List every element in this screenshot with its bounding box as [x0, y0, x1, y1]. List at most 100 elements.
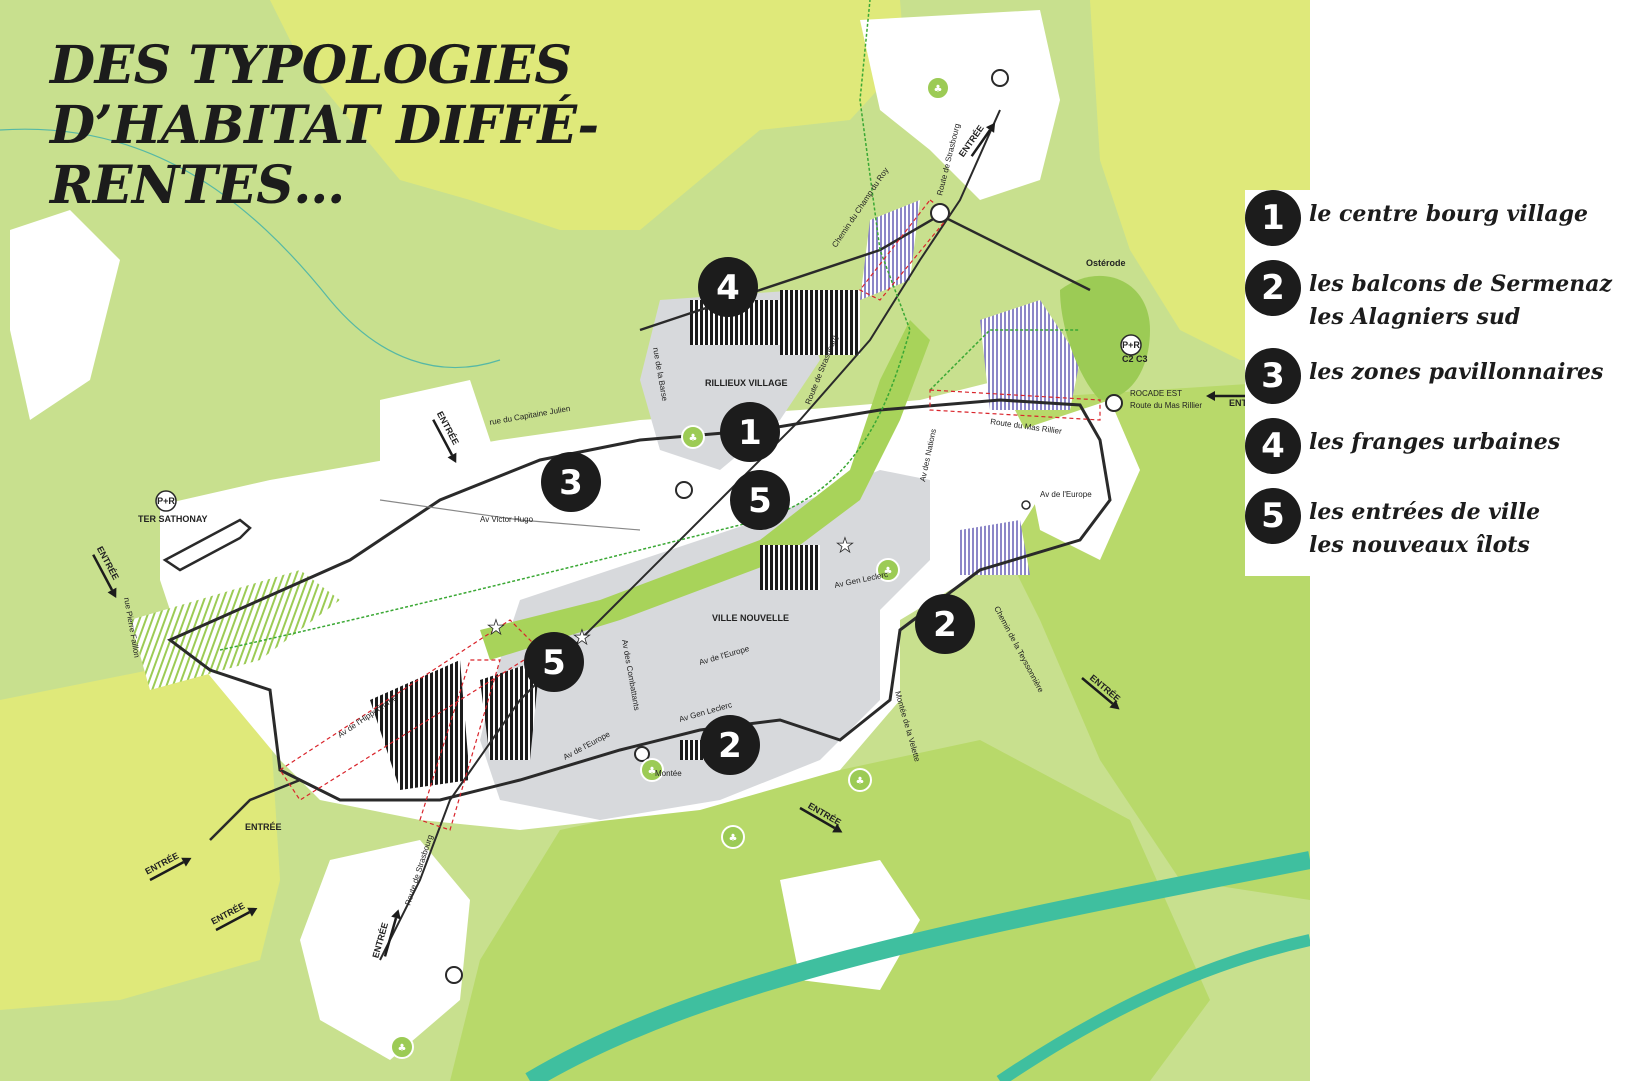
- green-hatched-west: [130, 570, 340, 690]
- legend-item-1: 1 le centre bourg village: [1245, 190, 1645, 246]
- tree-icon: ♣: [640, 758, 664, 782]
- red-zone-south: [419, 659, 501, 831]
- label-entree-sw: ENTRÉE: [245, 822, 282, 832]
- tree-icon: ♣: [876, 558, 900, 582]
- open-space-northeast: [860, 10, 1060, 200]
- roundabout-montee: [634, 746, 650, 762]
- roundabout-east: [1105, 394, 1123, 412]
- legend-label-line: les zones pavillonnaires: [1309, 359, 1604, 385]
- legend-item-4: 4 les franges urbaines: [1245, 418, 1645, 474]
- hatched-block-center: [760, 545, 820, 590]
- label-osterode: Ostérode: [1086, 258, 1126, 268]
- legend-number: 3: [1245, 348, 1301, 404]
- hatched-block-northeast: [780, 290, 860, 355]
- svg-text:♣: ♣: [884, 566, 893, 577]
- title-line-3: RENTES…: [50, 155, 345, 216]
- tree-icon: ♣: [721, 825, 745, 849]
- street-montee: Montée: [655, 769, 682, 778]
- map-canvas: ♣ ♣ ♣ ♣ ♣ ♣ ♣ ★ ★ ★ P+R P+R RILLIEUX VIL…: [0, 0, 1310, 1081]
- road-victor-hugo: [379, 499, 641, 531]
- marker-5-center: 5: [730, 470, 790, 530]
- svg-text:5: 5: [542, 643, 566, 683]
- legend-label-line: les entrées de ville: [1309, 499, 1541, 525]
- label-route-mas-rillier: Route du Mas Rillier: [1130, 401, 1202, 410]
- legend-item-5: 5 les entrées de ville les nouveaux îlot…: [1245, 488, 1645, 562]
- map: ♣ ♣ ♣ ♣ ♣ ♣ ♣ ★ ★ ★ P+R P+R RILLIEUX VIL…: [0, 0, 1310, 1081]
- legend-label: les franges urbaines: [1309, 418, 1560, 459]
- svg-text:2: 2: [933, 605, 957, 645]
- legend-item-3: 3 les zones pavillonnaires: [1245, 348, 1645, 404]
- park-osterode: [1060, 275, 1150, 400]
- green-path-main: [219, 0, 911, 651]
- yellow-field-north: [270, 0, 905, 230]
- yellow-field-west: [0, 660, 280, 1010]
- purple-block-east: [980, 300, 1080, 410]
- svg-text:♣: ♣: [689, 433, 698, 444]
- svg-text:♣: ♣: [934, 84, 943, 95]
- tree-icon: ♣: [390, 1035, 414, 1059]
- legend-number: 2: [1245, 260, 1301, 316]
- legend-label-line: les balcons de Sermenaz: [1309, 271, 1613, 297]
- park-and-ride-east: P+R: [1120, 334, 1142, 356]
- svg-text:♣: ♣: [648, 766, 657, 777]
- circle-south: [445, 966, 463, 984]
- svg-text:P+R: P+R: [157, 496, 175, 506]
- circle-north: [991, 69, 1009, 87]
- marker-4: 4: [698, 257, 758, 317]
- svg-text:1: 1: [738, 413, 762, 453]
- marker-5-southwest: 5: [524, 632, 584, 692]
- river-branch: [996, 934, 1310, 1081]
- label-ter-sathonay: TER SATHONAY: [138, 514, 208, 524]
- legend: 1 le centre bourg village 2 les balcons …: [1245, 190, 1645, 576]
- page-title: DES TYPOLOGIES D’HABITAT DIFFÉ- RENTES…: [50, 36, 599, 216]
- svg-text:♣: ♣: [398, 1043, 407, 1054]
- legend-label-line: les franges urbaines: [1309, 429, 1561, 455]
- open-space-east: [1020, 400, 1140, 560]
- legend-label-line: les nouveaux îlots: [1309, 532, 1530, 558]
- legend-number: 4: [1245, 418, 1301, 474]
- park-and-ride-ter: P+R: [155, 490, 177, 512]
- legend-label-line: les Alagniers sud: [1309, 304, 1521, 330]
- legend-item-2: 2 les balcons de Sermenaz les Alagniers …: [1245, 260, 1645, 334]
- marker-3: 3: [541, 452, 601, 512]
- marker-2-east: 2: [915, 594, 975, 654]
- open-space-west: [10, 210, 120, 420]
- svg-text:♣: ♣: [856, 776, 865, 787]
- svg-text:♣: ♣: [729, 833, 738, 844]
- street-europe-e: Av de l'Europe: [1040, 490, 1092, 499]
- title-line-1: DES TYPOLOGIES: [50, 35, 572, 96]
- svg-text:2: 2: [718, 726, 742, 766]
- purple-block-north: [860, 200, 920, 300]
- roundabout-village: [675, 481, 693, 499]
- ter-station: [162, 518, 252, 572]
- tree-icon: ♣: [681, 425, 705, 449]
- svg-text:P+R: P+R: [1122, 340, 1140, 350]
- legend-label: les balcons de Sermenaz les Alagniers su…: [1309, 260, 1612, 334]
- svg-text:5: 5: [748, 481, 772, 521]
- label-c2-c3: C2 C3: [1122, 354, 1148, 364]
- legend-number: 5: [1245, 488, 1301, 544]
- star-icon: ★: [487, 615, 505, 639]
- marker-2-south: 2: [700, 715, 760, 775]
- label-ville-nouvelle: VILLE NOUVELLE: [712, 613, 789, 623]
- legend-label: les entrées de ville les nouveaux îlots: [1309, 488, 1540, 562]
- river: [525, 851, 1310, 1081]
- star-icon: ★: [836, 533, 854, 557]
- tree-icon: ♣: [926, 76, 950, 100]
- stream: [0, 128, 501, 369]
- svg-text:3: 3: [559, 463, 583, 503]
- street-victor-hugo: Av Victor Hugo: [480, 515, 534, 524]
- title-line-2: D’HABITAT DIFFÉ-: [50, 95, 599, 156]
- label-rillieux-village: RILLIEUX VILLAGE: [705, 378, 788, 388]
- tree-icon: ♣: [848, 768, 872, 792]
- legend-number: 1: [1245, 190, 1301, 246]
- legend-label-line: le centre bourg village: [1309, 201, 1588, 227]
- label-rocade-est: ROCADE EST: [1130, 389, 1182, 398]
- node-europe: [1021, 500, 1031, 510]
- legend-label: le centre bourg village: [1309, 190, 1588, 231]
- svg-text:4: 4: [716, 268, 740, 308]
- legend-label: les zones pavillonnaires: [1309, 348, 1603, 389]
- marker-1: 1: [720, 402, 780, 462]
- roundabout-north: [930, 203, 950, 223]
- red-zone-east: [929, 389, 1101, 421]
